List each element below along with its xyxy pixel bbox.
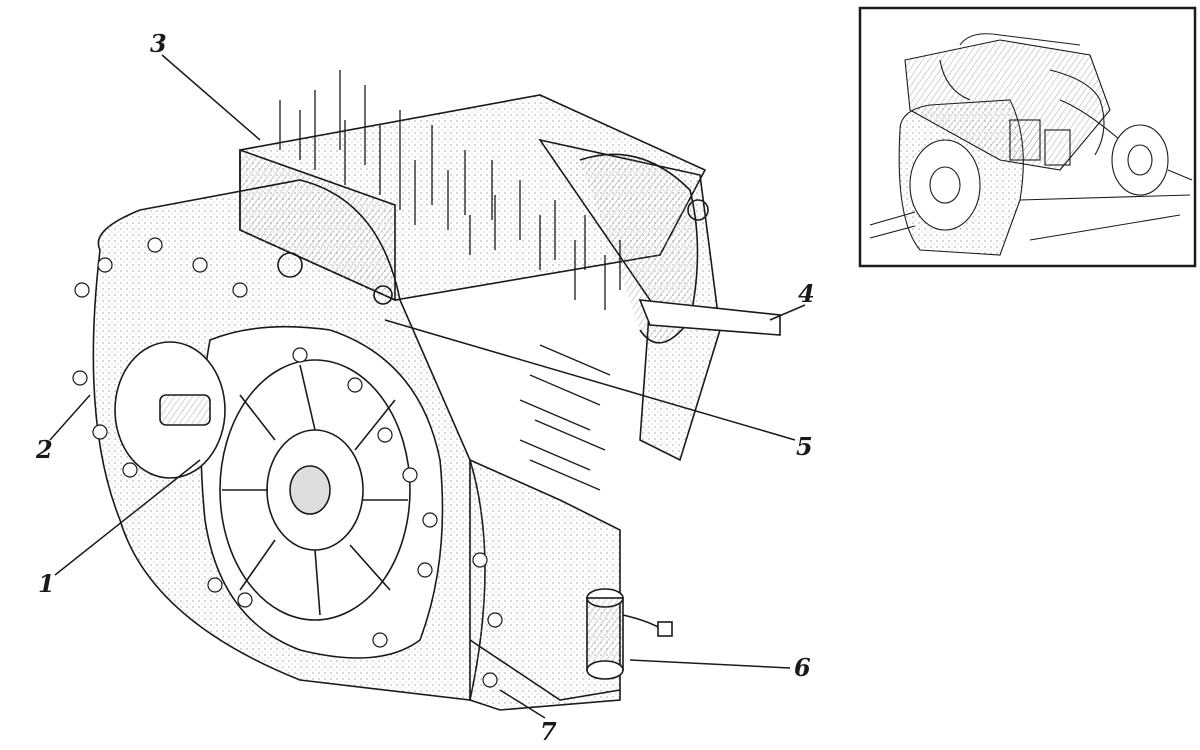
- top-studs: [279, 70, 621, 310]
- housing-bolts: [72, 237, 503, 688]
- side-studs: [519, 344, 611, 491]
- inset-view: [858, 6, 1197, 268]
- callout-labels: 1 2 3 4 5 6 7: [35, 29, 815, 746]
- leader-5: [384, 319, 796, 441]
- leader-lines: [49, 54, 806, 719]
- leader-4: [769, 304, 806, 321]
- callout-1: 1: [38, 569, 55, 598]
- front-wheel: [219, 359, 411, 621]
- callout-7: 7: [540, 717, 557, 746]
- leader-3: [161, 54, 261, 141]
- callout-2: 2: [35, 435, 53, 464]
- solenoid-valve: [586, 588, 673, 680]
- callout-6: 6: [794, 653, 811, 682]
- callout-3: 3: [150, 29, 167, 58]
- leader-7: [499, 689, 546, 719]
- leader-6: [629, 659, 791, 669]
- leader-2: [49, 394, 91, 441]
- gearbox-body: [92, 94, 781, 711]
- callout-4: 4: [798, 279, 815, 308]
- callout-5: 5: [796, 432, 813, 461]
- leader-1: [54, 459, 201, 576]
